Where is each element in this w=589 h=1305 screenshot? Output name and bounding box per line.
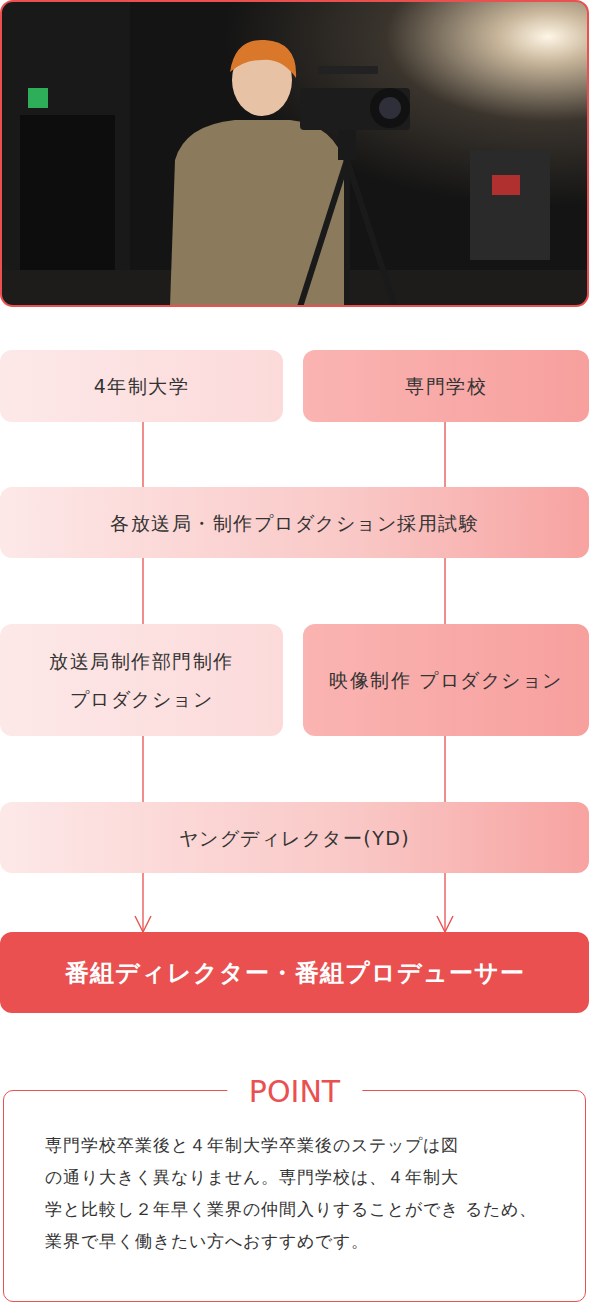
flow-connector: [444, 558, 445, 624]
flow-connector: [444, 873, 445, 932]
node-label: 映像制作 プロダクション: [329, 661, 562, 699]
exam-band: 各放送局・制作プロダクション採用試験: [0, 487, 589, 558]
origin-box: 4年制大学: [0, 350, 283, 422]
employer-box: 映像制作 プロダクション: [303, 624, 589, 736]
flow-connector: [142, 873, 143, 932]
node-label: 番組ディレクター・番組プロデューサー: [65, 957, 525, 989]
node-label: 4年制大学: [94, 367, 190, 405]
stage-band: ヤングディレクター(YD): [0, 802, 589, 873]
point-box: POINT専門学校卒業後と４年制大学卒業後のステップは図 の通り大きく異なりませ…: [3, 1090, 586, 1302]
origin-box: 専門学校: [303, 350, 589, 422]
node-label: 放送局制作部門制作 プロダクション: [10, 642, 273, 718]
node-label: 各放送局・制作プロダクション採用試験: [110, 504, 479, 542]
photo-content: [1, 1, 588, 306]
point-body: 専門学校卒業後と４年制大学卒業後のステップは図 の通り大きく異なりません。専門学…: [45, 1129, 545, 1257]
studio-photo: [0, 0, 589, 307]
point-heading: POINT: [227, 1074, 362, 1109]
goal-box: 番組ディレクター・番組プロデューサー: [0, 932, 589, 1013]
node-label: 専門学校: [405, 367, 487, 405]
node-label: ヤングディレクター(YD): [179, 819, 411, 857]
flow-connector: [142, 558, 143, 624]
flow-connector: [142, 422, 143, 487]
photo-frame: [1, 1, 588, 306]
employer-box: 放送局制作部門制作 プロダクション: [0, 624, 283, 736]
flow-connector: [444, 736, 445, 802]
flow-connector: [444, 422, 445, 487]
flow-connector: [142, 736, 143, 802]
